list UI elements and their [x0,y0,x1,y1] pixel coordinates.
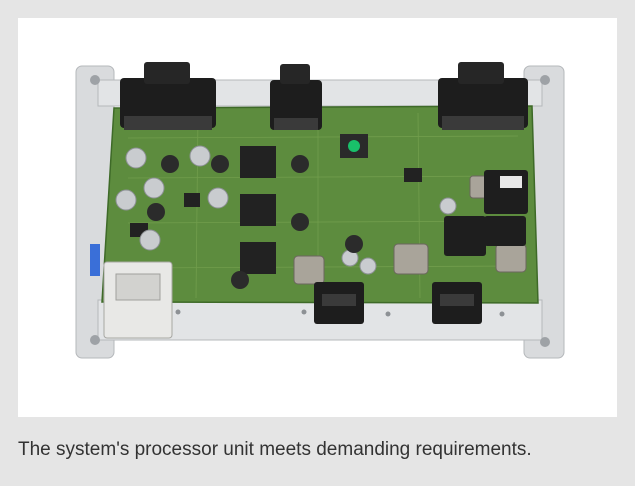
capacitor [139,229,161,251]
connector-bottom-right [432,282,482,324]
inductor [291,155,309,173]
mount-hole [540,75,550,85]
capacitor [439,197,457,215]
blue-label [90,244,100,276]
ic-chip [240,242,276,274]
inductor [291,213,309,231]
connector-bottom-left [314,282,364,324]
relay-label [500,176,522,188]
power-inductor [393,243,429,275]
figure-caption: The system's processor unit meets demand… [18,439,532,460]
connector-top-left [120,62,216,130]
mount-hole [540,337,550,347]
inductor [211,155,229,173]
capacitor [189,145,211,167]
relay [484,216,526,246]
ic-chip [240,194,276,226]
processor-led [348,140,360,152]
inductor [147,203,165,221]
mount-hole [90,335,100,345]
circuit-board-image [75,62,565,359]
capacitor [125,147,147,169]
product-figure [18,18,617,417]
power-inductor [293,255,325,285]
ic-chip [404,168,422,182]
power-inductor [495,243,527,273]
inductor [345,235,363,253]
connector-top-middle [270,64,322,130]
ic-chip [240,146,276,178]
capacitor [207,187,229,209]
pcb [101,105,539,304]
connector-top-right [438,62,528,130]
inductor [231,271,249,289]
ic-chip [184,193,200,207]
mount-hole [90,75,100,85]
capacitor [115,189,137,211]
inductor [161,155,179,173]
capacitor [143,177,165,199]
capacitor [359,257,377,275]
relay [444,216,486,256]
